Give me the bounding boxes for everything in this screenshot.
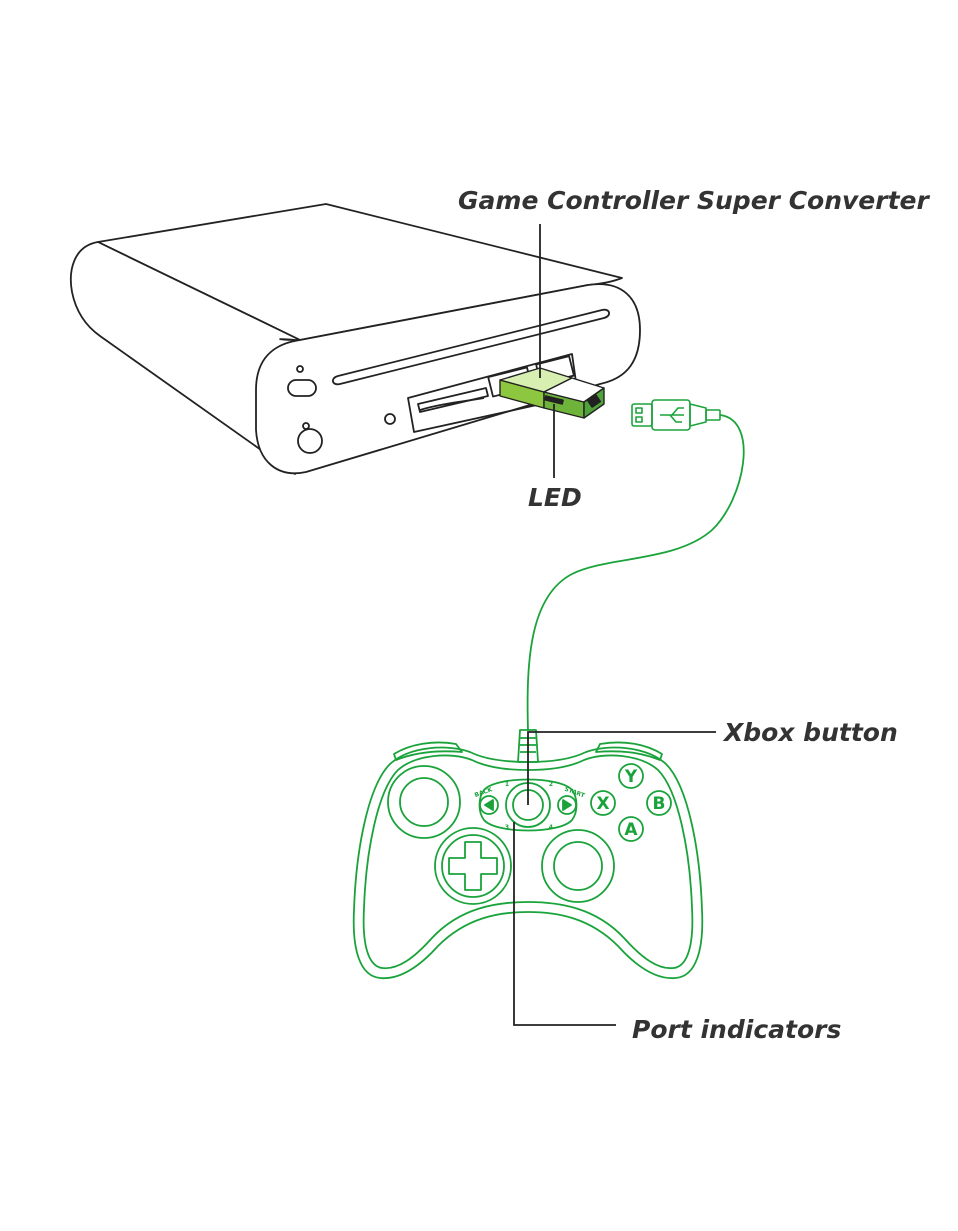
converter-dongle (499, 367, 605, 419)
leader-lines (513, 224, 716, 1026)
x-button-label: X (596, 794, 609, 814)
y-button-label: Y (624, 767, 638, 787)
power-button (297, 428, 323, 454)
port-number-1: 1 (505, 781, 509, 788)
dpad-ring-inner (441, 834, 505, 898)
right-thumbstick-ring (541, 829, 615, 903)
controller-body (352, 746, 704, 979)
left-thumbstick-ring (387, 765, 461, 839)
usb-plug-strain (689, 403, 707, 427)
a-button-label: A (624, 820, 638, 840)
guide-plate (478, 778, 578, 832)
back-arrow-icon (484, 799, 494, 811)
xbox-button-callout: Xbox button (724, 718, 898, 747)
led-window (544, 395, 564, 405)
sd-slot (417, 387, 489, 413)
port-number-2: 2 (549, 781, 553, 788)
controller-body-inner (362, 754, 694, 970)
xbox-controller (352, 729, 704, 979)
console (70, 203, 641, 475)
port-indicators-callout: Port indicators (632, 1015, 842, 1044)
converter-callout: Game Controller Super Converter (458, 186, 929, 215)
power-indicator (296, 365, 304, 373)
eject-button (287, 379, 317, 397)
b-button (646, 790, 672, 816)
left-bumper (393, 741, 463, 761)
port-number-3: 3 (505, 824, 509, 831)
port-indicators-leader (513, 822, 616, 1026)
port-number-4: 4 (549, 824, 553, 831)
usb-plug (631, 399, 721, 431)
disc-slot (332, 308, 610, 386)
b-button-label: B (653, 794, 666, 814)
back-button (479, 795, 499, 815)
x-button (590, 790, 616, 816)
y-button (618, 763, 644, 789)
console-front (255, 283, 641, 475)
cable-connector (517, 729, 539, 763)
usb-cable (526, 414, 745, 731)
dpad-icon (448, 841, 498, 891)
start-button (557, 795, 577, 815)
dpad-ring-outer (434, 827, 512, 905)
left-thumbstick (399, 777, 449, 827)
start-arrow-icon (562, 799, 572, 811)
a-button (618, 816, 644, 842)
usb-symbol-icon (660, 407, 684, 423)
xbox-button-leader (527, 731, 716, 805)
led-callout: LED (528, 483, 582, 512)
right-thumbstick (553, 841, 603, 891)
ir-dot (384, 413, 396, 425)
console-side (70, 241, 301, 475)
